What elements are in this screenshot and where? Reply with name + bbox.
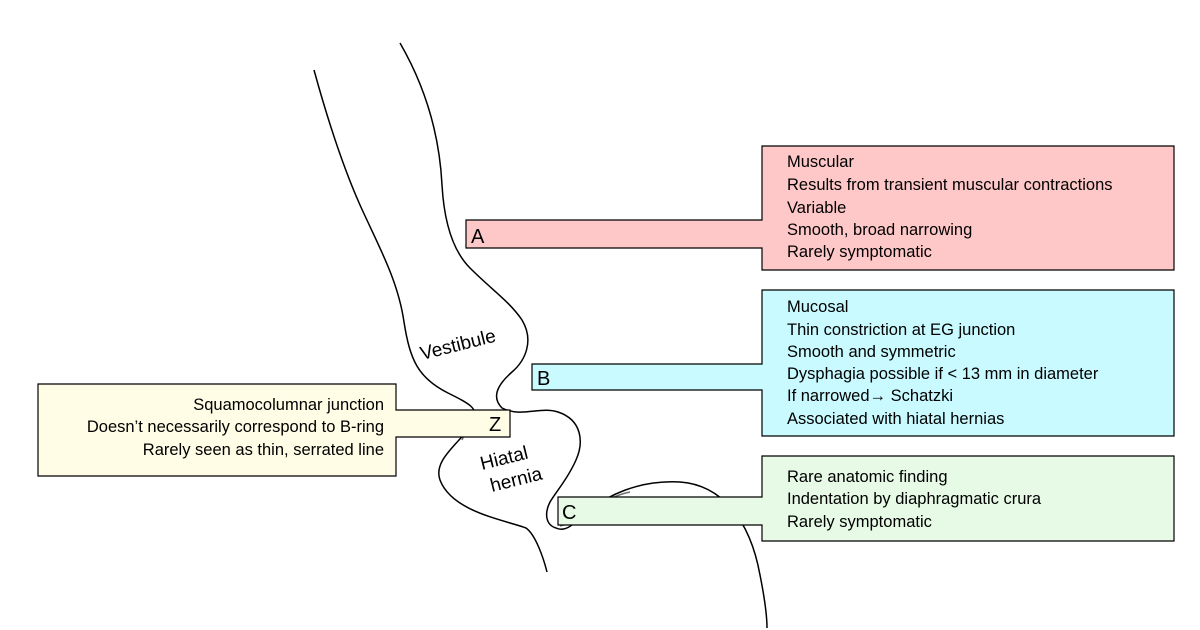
z-line-line-2: Doesn’t necessarily correspond to B-ring [87, 418, 384, 436]
ring-b-line-6: Associated with hiatal hernias [787, 410, 1004, 428]
ring-b-line-1: Mucosal [787, 298, 848, 316]
ring-c-line-3: Rarely symptomatic [787, 513, 932, 531]
z-line-line-3: Rarely seen as thin, serrated line [143, 441, 384, 459]
ring-c-letter: C [562, 502, 576, 524]
vestibule-label: Vestibule [418, 326, 498, 365]
ring-b-line-4: Dysphagia possible if < 13 mm in diamete… [787, 365, 1099, 383]
ring-b-line-5-text: If narrowed [787, 387, 870, 405]
ring-a-line-3: Variable [787, 199, 846, 217]
ring-a-line-5: Rarely symptomatic [787, 243, 932, 261]
ring-c-line-1: Rare anatomic finding [787, 468, 948, 486]
ring-b-letter: B [537, 368, 550, 390]
callout-z-box [37, 383, 511, 477]
esophagus-right-wall [399, 42, 768, 629]
arrow-right-icon: → [870, 387, 887, 405]
ring-a-letter: A [471, 226, 485, 248]
callout-c-box [557, 455, 1175, 542]
z-line-letter: Z [489, 414, 501, 436]
ring-a-line-4: Smooth, broad narrowing [787, 221, 972, 239]
ring-c-line-2: Indentation by diaphragmatic crura [787, 490, 1042, 508]
z-line-line-1: Squamocolumnar junction [193, 396, 384, 414]
ring-b-schatzki-text: Schatzki [886, 387, 953, 405]
ring-b-line-3: Smooth and symmetric [787, 343, 956, 361]
esophagus-left-wall [313, 69, 548, 573]
callout-b-box [531, 289, 1175, 437]
callout-a-box [465, 145, 1175, 271]
ring-a-line-1: Muscular [787, 153, 854, 171]
ring-a-line-2: Results from transient muscular contract… [787, 176, 1113, 194]
ring-b-line-2: Thin constriction at EG junction [787, 321, 1015, 339]
ring-b-line-5: If narrowed→ Schatzki [787, 387, 953, 405]
